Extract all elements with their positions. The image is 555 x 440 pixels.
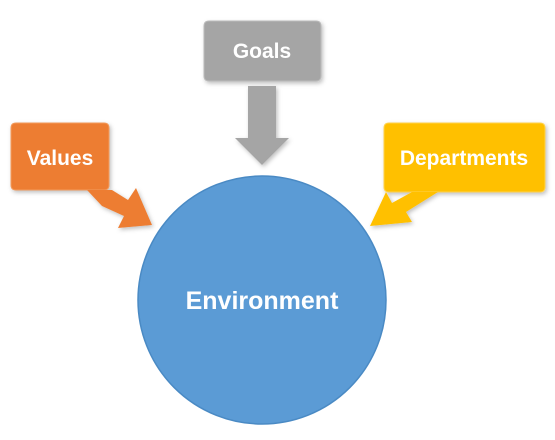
goals-arrow: [235, 86, 289, 165]
values-arrow: [87, 188, 152, 228]
environment-node: Environment: [137, 175, 387, 425]
values-callout: Values: [10, 122, 152, 228]
environment-circle: [137, 175, 387, 425]
goals-callout: Goals: [203, 20, 322, 165]
departments-box: [383, 122, 546, 193]
departments-label: Departments: [400, 147, 528, 170]
goals-label: Goals: [233, 40, 291, 63]
goals-box: [203, 20, 322, 82]
departments-arrow: [370, 192, 438, 226]
departments-callout: Departments: [370, 122, 546, 226]
values-label: Values: [27, 147, 94, 170]
environment-label: Environment: [186, 287, 339, 315]
